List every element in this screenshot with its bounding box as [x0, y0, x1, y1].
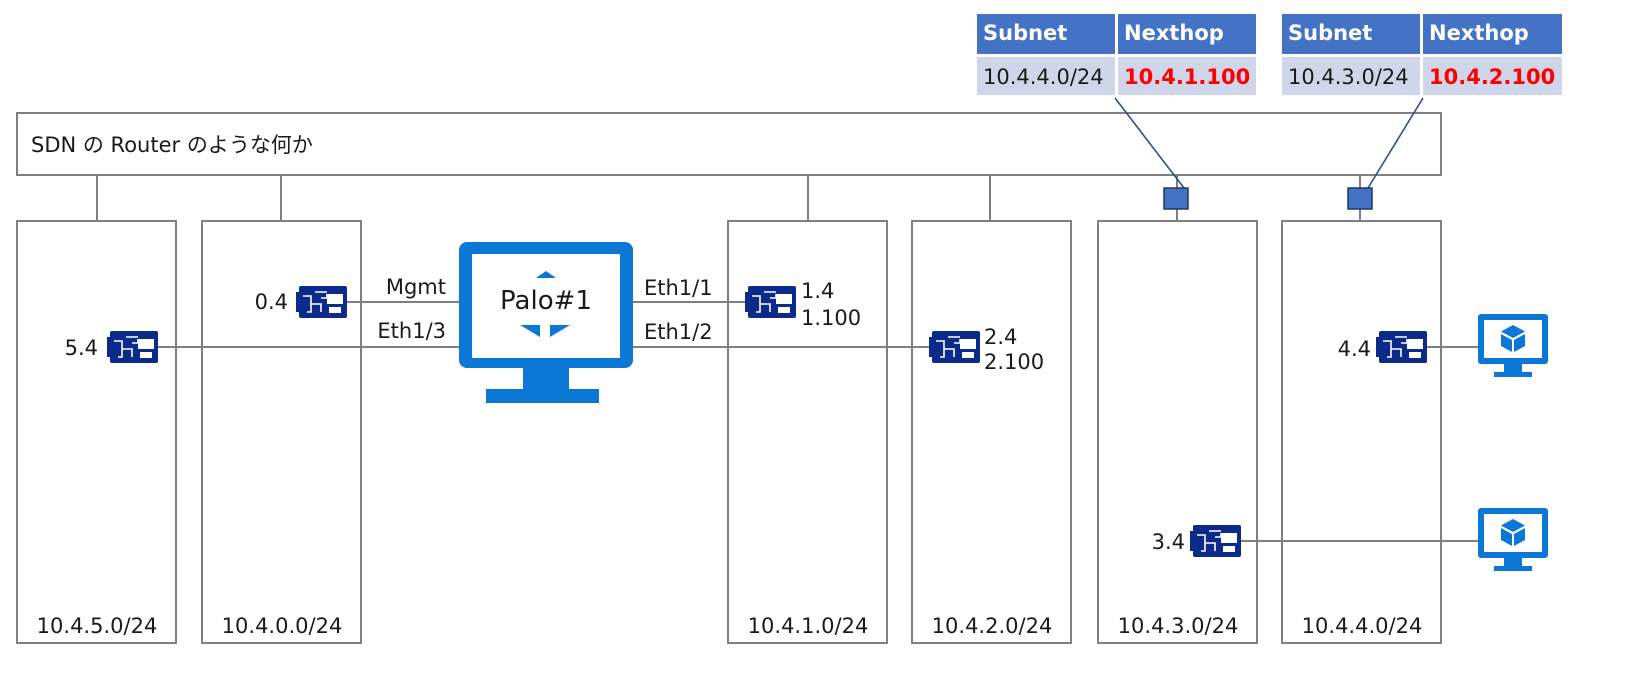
nic-address: 1.4 [801, 279, 834, 303]
subnet-cidr: 10.4.5.0/24 [37, 614, 158, 638]
route-table-header-nexthop: Nexthop [1429, 21, 1529, 45]
route-table-header-cell [977, 14, 1115, 54]
port-label-mgmt: Mgmt [386, 275, 446, 299]
down-arrow-icon [550, 325, 570, 337]
virtual-machine-icon [1478, 508, 1548, 571]
route-table-header-cell [1423, 14, 1562, 54]
nic-address-secondary: 2.100 [984, 350, 1044, 374]
network-card-icon [106, 330, 159, 364]
subnet-cidr: 10.4.3.0/24 [1118, 614, 1239, 638]
port-label-eth1-3: Eth1/3 [377, 319, 446, 343]
virtual-machine-icon [1478, 314, 1548, 377]
port-label-eth1-1: Eth1/1 [644, 276, 713, 300]
route-table-cell [1282, 57, 1420, 95]
network-card-icon [295, 285, 348, 319]
network-card-icon [1189, 524, 1242, 558]
up-arrow-icon [536, 271, 556, 278]
subnet-box: 10.4.0.0/24 [201, 220, 362, 644]
nic-address: 0.4 [255, 290, 288, 314]
firewall-monitor-icon [459, 242, 633, 403]
route-table-association-line [1367, 97, 1424, 189]
route-table-nexthop: 10.4.1.100 [1124, 65, 1250, 89]
route-table: Subnet Nexthop 10.4.4.0/24 10.4.1.100 [977, 14, 1256, 95]
route-table-header-subnet: Subnet [1288, 21, 1372, 45]
route-table-subnet: 10.4.4.0/24 [983, 65, 1104, 89]
route-table-subnet: 10.4.3.0/24 [1288, 65, 1409, 89]
nic-address-secondary: 1.100 [801, 306, 861, 330]
subnet-box: 10.4.5.0/24 [16, 220, 177, 644]
route-table-header-subnet: Subnet [983, 21, 1067, 45]
down-arrow-icon [520, 325, 540, 337]
nic-address: 4.4 [1338, 337, 1371, 361]
router-box [16, 112, 1442, 176]
route-table-header-cell [1118, 14, 1256, 54]
subnet-box: 10.4.2.0/24 [911, 220, 1072, 644]
network-card-icon [744, 285, 797, 319]
route-table-header-nexthop: Nexthop [1124, 21, 1224, 45]
route-table-port [1347, 187, 1373, 210]
route-table-association-line [1114, 97, 1185, 189]
route-table-cell [1423, 57, 1562, 95]
subnet-cidr: 10.4.0.0/24 [222, 614, 343, 638]
route-table-cell [1118, 57, 1256, 95]
subnet-cidr: 10.4.1.0/24 [748, 614, 869, 638]
subnet-cidr: 10.4.2.0/24 [932, 614, 1053, 638]
firewall-name: Palo#1 [500, 286, 592, 316]
subnet-box: 10.4.4.0/24 [1281, 220, 1442, 644]
route-table: Subnet Nexthop 10.4.3.0/24 10.4.2.100 [1282, 14, 1562, 95]
network-card-icon [928, 330, 981, 364]
route-table-nexthop: 10.4.2.100 [1429, 65, 1555, 89]
route-table-port [1163, 187, 1189, 210]
network-card-icon [1375, 330, 1428, 364]
route-table-cell [977, 57, 1115, 95]
nic-address: 3.4 [1152, 530, 1185, 554]
subnet-cidr: 10.4.4.0/24 [1302, 614, 1423, 638]
router-label: SDN の Router のような何か [31, 133, 313, 157]
subnet-box: 10.4.3.0/24 [1097, 220, 1258, 644]
nic-address: 2.4 [984, 325, 1017, 349]
route-table-header-cell [1282, 14, 1420, 54]
port-label-eth1-2: Eth1/2 [644, 320, 713, 344]
nic-address: 5.4 [65, 336, 98, 360]
